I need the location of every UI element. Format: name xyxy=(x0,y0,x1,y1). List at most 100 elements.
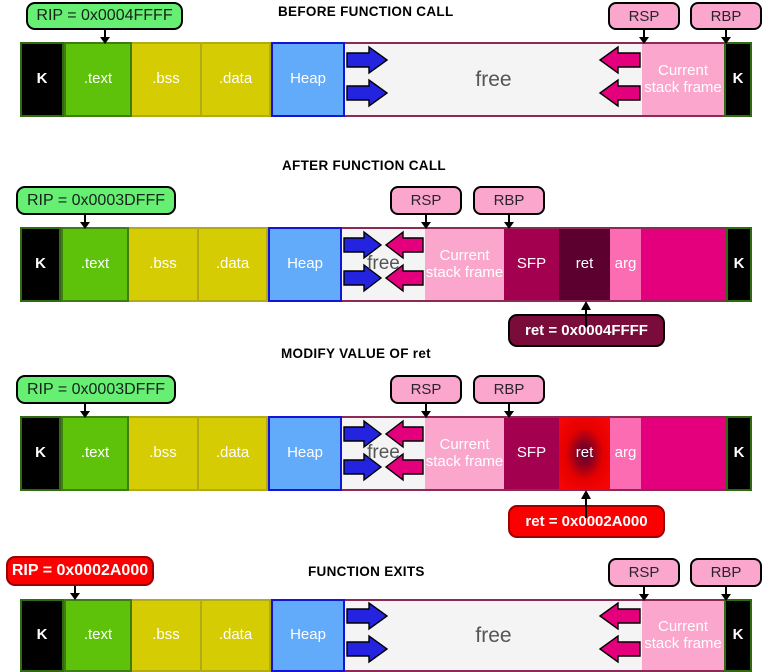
segment-label: .text xyxy=(80,255,110,273)
rip-pointer-arrow xyxy=(100,30,110,44)
rip-badge: RIP = 0x0004FFFF xyxy=(26,2,183,30)
rip-pointer-arrow xyxy=(70,586,80,600)
segment-label: K xyxy=(36,70,48,88)
rsp-badge: RSP xyxy=(608,2,680,30)
memory-bar: K .text .bss .data Heap fr xyxy=(20,227,752,302)
segment-label: Heap xyxy=(287,255,323,273)
rip-badge: RIP = 0x0003DFFF xyxy=(16,375,176,404)
segment-label: Current stack frame xyxy=(425,247,504,281)
segment-free: free xyxy=(345,599,642,672)
segment-label: .data xyxy=(215,444,250,462)
segment-heap: Heap xyxy=(268,227,342,302)
segment-label: Current stack frame xyxy=(644,62,722,96)
segment-label: free xyxy=(475,67,512,91)
segment-label: .text xyxy=(80,444,110,462)
segment-current-stack-frame: Current stack frame xyxy=(642,42,724,117)
segment-label: K xyxy=(733,444,745,462)
segment-heap: Heap xyxy=(271,599,345,672)
rip-pointer-arrow xyxy=(80,404,90,418)
segment-sfp: SFP xyxy=(504,227,559,302)
segment-label: free xyxy=(475,623,512,647)
growth-direction-arrows xyxy=(346,45,641,108)
segment-ret: ret xyxy=(559,416,610,491)
segment-free: free xyxy=(342,416,425,491)
segment-data: .data xyxy=(202,599,271,672)
segment-label: Heap xyxy=(290,626,326,644)
growth-direction-arrows xyxy=(346,601,641,664)
segment-sfp: SFP xyxy=(504,416,559,491)
segment-ret: ret xyxy=(559,227,610,302)
segment-label: .bss xyxy=(152,626,180,644)
rsp-pointer-arrow xyxy=(421,215,431,229)
segment-label: .bss xyxy=(149,444,177,462)
segment-kernel-low: K xyxy=(20,599,64,672)
segment-data: .data xyxy=(202,42,271,117)
segment-arg: arg xyxy=(610,416,641,491)
segment-label: K xyxy=(732,626,744,644)
rbp-pointer-arrow xyxy=(721,587,731,601)
segment-label: free xyxy=(367,253,400,275)
segment-bss: .bss xyxy=(129,227,199,302)
segment-stack-remainder xyxy=(641,227,726,302)
segment-label: ret xyxy=(575,255,594,273)
segment-text: .text xyxy=(64,42,132,117)
segment-heap: Heap xyxy=(271,42,345,117)
segment-bss: .bss xyxy=(129,416,199,491)
panel-title: BEFORE FUNCTION CALL xyxy=(278,4,454,19)
segment-label: ret xyxy=(575,444,594,462)
rsp-badge: RSP xyxy=(390,186,462,215)
rip-badge: RIP = 0x0003DFFF xyxy=(16,186,176,215)
segment-kernel-high: K xyxy=(724,599,752,672)
segment-kernel-low: K xyxy=(20,42,64,117)
rsp-pointer-arrow xyxy=(639,587,649,601)
segment-label: Current stack frame xyxy=(425,436,504,470)
segment-label: K xyxy=(732,70,744,88)
panel-modify-value-of-ret: MODIFY VALUE OF ret RIP = 0x0003DFFF RSP… xyxy=(0,343,772,543)
panel-function-exits: FUNCTION EXITS RIP = 0x0002A000 RSP RBP … xyxy=(0,548,772,672)
segment-kernel-high: K xyxy=(726,416,752,491)
segment-kernel-high: K xyxy=(726,227,752,302)
growth-direction-arrows xyxy=(343,419,424,482)
segment-label: K xyxy=(733,255,745,273)
segment-label: Current stack frame xyxy=(644,618,722,652)
rbp-badge: RBP xyxy=(473,186,545,215)
panel-title: MODIFY VALUE OF ret xyxy=(281,346,431,361)
segment-text: .text xyxy=(61,416,129,491)
panel-before-function-call: BEFORE FUNCTION CALL RIP = 0x0004FFFF RS… xyxy=(0,0,772,150)
rip-badge: RIP = 0x0002A000 xyxy=(6,556,154,586)
segment-label: .bss xyxy=(149,255,177,273)
rbp-badge: RBP xyxy=(690,558,762,587)
rbp-badge: RBP xyxy=(690,2,762,30)
segment-label: K xyxy=(35,444,46,462)
segment-bss: .bss xyxy=(132,42,202,117)
segment-stack-remainder xyxy=(641,416,726,491)
rsp-badge: RSP xyxy=(390,375,462,404)
segment-label: arg xyxy=(614,444,637,462)
segment-label: .text xyxy=(83,70,113,88)
rbp-pointer-arrow xyxy=(504,404,514,418)
rip-pointer-arrow xyxy=(80,215,90,229)
rbp-pointer-arrow xyxy=(504,215,514,229)
segment-label: .data xyxy=(218,70,253,88)
segment-heap: Heap xyxy=(268,416,342,491)
segment-label: .data xyxy=(215,255,250,273)
segment-current-stack-frame: Current stack frame xyxy=(425,227,504,302)
segment-kernel-low: K xyxy=(20,416,61,491)
memory-bar: K .text .bss .data Heap fr xyxy=(20,599,752,672)
segment-text: .text xyxy=(64,599,132,672)
rsp-pointer-arrow xyxy=(421,404,431,418)
ret-callout-arrow xyxy=(581,301,591,327)
segment-label: .bss xyxy=(152,70,180,88)
rsp-pointer-arrow xyxy=(639,30,649,44)
segment-kernel-low: K xyxy=(20,227,61,302)
segment-data: .data xyxy=(199,416,268,491)
segment-free: free xyxy=(345,42,642,117)
segment-label: K xyxy=(36,626,48,644)
memory-bar: K .text .bss .data Heap fr xyxy=(20,416,752,491)
rbp-badge: RBP xyxy=(473,375,545,404)
segment-label: K xyxy=(35,255,46,273)
segment-arg: arg xyxy=(610,227,641,302)
segment-kernel-high: K xyxy=(724,42,752,117)
segment-label: SFP xyxy=(516,444,547,462)
rsp-badge: RSP xyxy=(608,558,680,587)
